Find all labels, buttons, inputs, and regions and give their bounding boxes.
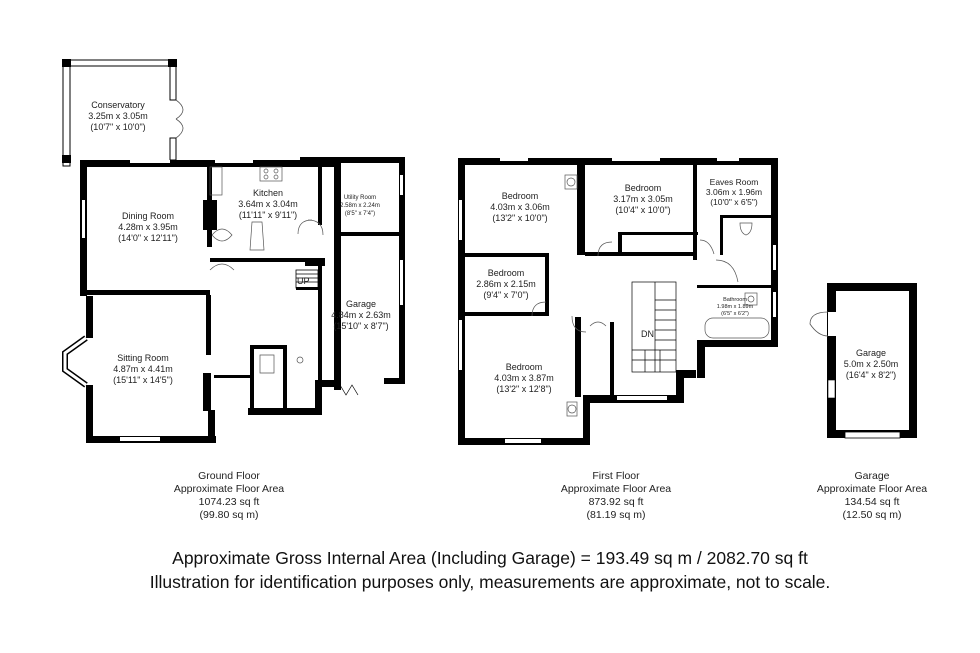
room-size-metric: 4.84m x 2.63m bbox=[331, 310, 391, 320]
area-sqft: 873.92 sq ft bbox=[588, 496, 644, 508]
room-label-dining-room: Dining Room 4.28m x 3.95m (14'0" x 12'11… bbox=[118, 211, 178, 244]
ground-floor-area-caption: Ground Floor Approximate Floor Area 1074… bbox=[174, 470, 284, 522]
room-label-sitting-room: Sitting Room 4.87m x 4.41m (15'11" x 14'… bbox=[113, 353, 173, 386]
room-name: Garage bbox=[345, 299, 377, 309]
conservatory-walls bbox=[62, 59, 184, 167]
room-label-bedroom-3: Bedroom 2.86m x 2.15m (9'4" x 7'0") bbox=[476, 268, 536, 301]
disclaimer: Illustration for identification purposes… bbox=[149, 572, 831, 592]
room-size-imperial: (9'4" x 7'0") bbox=[483, 290, 529, 300]
room-name: Sitting Room bbox=[117, 353, 169, 363]
room-label-detached-garage: Garage 5.0m x 2.50m (16'4" x 8'2") bbox=[844, 348, 899, 381]
room-name: Garage bbox=[855, 348, 887, 358]
ground-floor-plan bbox=[62, 59, 405, 443]
room-label-eaves-room: Eaves Room 3.06m x 1.96m (10'0" x 6'5") bbox=[706, 177, 762, 207]
room-label-bathroom: Bathroom 1.98m x 1.89m (6'5" x 6'2") bbox=[717, 297, 753, 318]
room-name: Bedroom bbox=[624, 183, 662, 193]
room-name: Conservatory bbox=[91, 100, 145, 110]
room-size-imperial: (10'7" x 10'0") bbox=[90, 122, 146, 132]
area-sqft: 134.54 sq ft bbox=[844, 496, 900, 508]
room-label-garage-integral: Garage 4.84m x 2.63m (15'10" x 8'7") bbox=[331, 299, 391, 332]
room-size-metric: 4.87m x 4.41m bbox=[113, 364, 173, 374]
first-floor-plan bbox=[458, 158, 778, 445]
room-name: Bedroom bbox=[487, 268, 525, 278]
room-name: Bedroom bbox=[501, 191, 539, 201]
room-name: Bedroom bbox=[505, 362, 543, 372]
room-size-imperial: (10'0" x 6'5") bbox=[710, 197, 758, 207]
room-size-metric: 3.17m x 3.05m bbox=[613, 194, 673, 204]
room-size-metric: 4.28m x 3.95m bbox=[118, 222, 178, 232]
area-subtitle: Approximate Floor Area bbox=[816, 483, 928, 495]
room-size-metric: 4.03m x 3.87m bbox=[494, 373, 554, 383]
area-title: First Floor bbox=[592, 470, 640, 482]
room-name: Utility Room bbox=[343, 195, 377, 201]
gross-internal-area: Approximate Gross Internal Area (Includi… bbox=[172, 548, 808, 568]
ground-stairs bbox=[295, 269, 319, 289]
room-size-imperial: (14'0" x 12'11") bbox=[118, 233, 178, 243]
room-size-metric: 4.03m x 3.06m bbox=[490, 202, 550, 212]
room-size-metric: 5.0m x 2.50m bbox=[843, 359, 899, 369]
area-sqft: 1074.23 sq ft bbox=[198, 496, 260, 508]
area-title: Garage bbox=[854, 470, 890, 482]
area-subtitle: Approximate Floor Area bbox=[173, 483, 285, 495]
room-name: Eaves Room bbox=[709, 177, 759, 187]
room-size-imperial: (11'11" x 9'11") bbox=[238, 210, 298, 220]
room-size-imperial: (6'5" x 6'2") bbox=[721, 311, 749, 317]
room-size-metric: 3.06m x 1.96m bbox=[705, 187, 763, 197]
room-size-imperial: (13'2" x 10'0") bbox=[492, 213, 548, 223]
room-size-metric: 3.64m x 3.04m bbox=[238, 199, 298, 209]
room-size-imperial: (8'5" x 7'4") bbox=[344, 211, 376, 217]
first-fixtures bbox=[531, 174, 770, 417]
room-size-imperial: (13'2" x 12'8") bbox=[496, 384, 552, 394]
stair-down-label: DN bbox=[641, 329, 654, 339]
room-size-imperial: (15'10" x 8'7") bbox=[333, 321, 389, 331]
room-size-imperial: (16'4" x 8'2") bbox=[845, 370, 897, 380]
room-label-kitchen: Kitchen 3.64m x 3.04m (11'11" x 9'11") bbox=[238, 188, 298, 221]
room-size-metric: 2.86m x 2.15m bbox=[476, 279, 536, 289]
room-name: Dining Room bbox=[121, 211, 175, 221]
room-size-imperial: (15'11" x 14'5") bbox=[113, 375, 173, 385]
garage-area-caption: Garage Approximate Floor Area 134.54 sq … bbox=[817, 470, 927, 522]
room-size-imperial: (10'4" x 10'0") bbox=[615, 205, 671, 215]
area-subtitle: Approximate Floor Area bbox=[560, 483, 672, 495]
area-title: Ground Floor bbox=[198, 470, 260, 482]
room-size-metric: 3.25m x 3.05m bbox=[88, 111, 148, 121]
kitchen-fixtures bbox=[209, 166, 359, 396]
room-size-metric: 1.98m x 1.89m bbox=[716, 304, 754, 310]
area-sqm: (99.80 sq m) bbox=[199, 509, 259, 521]
room-label-bedroom-4: Bedroom 4.03m x 3.87m (13'2" x 12'8") bbox=[494, 362, 554, 395]
room-label-bedroom-2: Bedroom 3.17m x 3.05m (10'4" x 10'0") bbox=[613, 183, 673, 216]
area-sqm: (12.50 sq m) bbox=[842, 509, 902, 521]
room-name: Kitchen bbox=[252, 188, 284, 198]
first-floor-area-caption: First Floor Approximate Floor Area 873.9… bbox=[561, 470, 671, 522]
wall bbox=[80, 160, 340, 167]
detached-garage-plan bbox=[809, 283, 917, 439]
room-name: Bathroom bbox=[723, 297, 747, 303]
room-label-utility-room: Utility Room 2.58m x 2.24m (8'5" x 7'4") bbox=[340, 194, 380, 218]
room-label-bedroom-1: Bedroom 4.03m x 3.06m (13'2" x 10'0") bbox=[490, 191, 550, 224]
room-label-conservatory: Conservatory 3.25m x 3.05m (10'7" x 10'0… bbox=[88, 100, 148, 133]
first-stairs bbox=[631, 281, 677, 373]
area-sqm: (81.19 sq m) bbox=[586, 509, 646, 521]
room-size-metric: 2.58m x 2.24m bbox=[340, 203, 380, 209]
stair-up-label: UP bbox=[297, 276, 310, 286]
